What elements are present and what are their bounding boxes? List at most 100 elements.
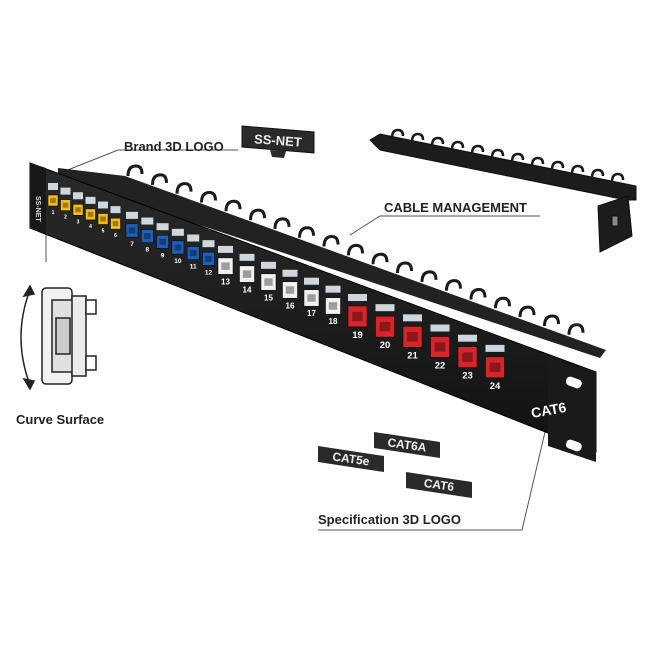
rj45-port — [485, 356, 505, 379]
port-label-strip — [202, 240, 215, 248]
cat6a-badge-text: CAT6A — [387, 435, 428, 454]
port-opening — [462, 352, 473, 362]
rj45-port — [97, 213, 109, 225]
curve-arrow — [20, 289, 31, 386]
bar-hook — [530, 156, 545, 167]
port-opening — [285, 286, 295, 294]
port-number: 14 — [243, 285, 252, 294]
port-number: 8 — [145, 247, 149, 254]
port-label-strip — [485, 344, 505, 352]
panel-spec-label: CAT6 — [530, 399, 568, 421]
cable-management-bar — [369, 128, 637, 253]
bar-hook — [610, 172, 625, 183]
spec-badge-cat5e: CAT5e — [318, 446, 384, 472]
port-number: 4 — [89, 224, 92, 230]
rj45-port — [239, 265, 255, 283]
rj45-port — [141, 229, 154, 243]
cable-hook — [543, 314, 560, 327]
curve-surface-profile — [20, 284, 97, 391]
port-label-strip — [348, 294, 367, 301]
cable-leader-line — [349, 215, 540, 236]
bar-hook — [490, 148, 505, 159]
spec-leader-line — [318, 431, 546, 531]
port-number: 1 — [52, 210, 55, 216]
port-opening — [328, 302, 338, 310]
cable-hook — [567, 323, 585, 335]
port-opening — [189, 250, 197, 257]
rj45-port — [47, 194, 59, 207]
panel-brand-mark: SS-NET — [34, 196, 41, 222]
cable-hook — [175, 182, 193, 194]
panel-right-ear — [548, 356, 596, 462]
rj45-port — [282, 281, 298, 299]
bar-hook — [410, 132, 425, 143]
port-number: 24 — [490, 381, 501, 392]
bar-hook — [430, 136, 445, 147]
port-label-strip — [98, 201, 108, 209]
port-label-strip — [403, 314, 422, 322]
rj45-port — [430, 336, 450, 358]
cable-hook — [224, 199, 242, 212]
cable-hook — [151, 173, 168, 185]
port-number: 17 — [307, 309, 316, 318]
port-label-strip — [261, 261, 276, 269]
port-label-strip — [430, 324, 450, 332]
port-number: 2 — [64, 215, 67, 221]
rj45-port — [110, 217, 121, 230]
port-opening — [50, 198, 56, 203]
rj45-port — [202, 251, 215, 266]
port-opening — [100, 216, 106, 222]
cable-hook — [200, 190, 217, 203]
rj45-port — [217, 257, 234, 275]
bar-hook — [550, 160, 565, 171]
rj45-port — [156, 234, 169, 249]
port-number: 16 — [286, 301, 295, 310]
bar-hook — [510, 152, 525, 163]
bar-hook — [570, 164, 585, 175]
port-label-strip — [126, 211, 138, 219]
port-number: 6 — [114, 233, 117, 239]
rj45-port — [375, 315, 395, 338]
port-label-strip — [239, 253, 255, 261]
brand-badge-text: SS-NET — [254, 131, 303, 149]
panel-top-rail — [58, 168, 606, 358]
port-number: 20 — [380, 340, 391, 351]
rj45-port — [171, 240, 185, 255]
port-number: 12 — [205, 269, 213, 276]
port-label-strip — [282, 269, 298, 277]
bar-hook — [470, 144, 485, 155]
spec-badge-cat6: CAT6 — [406, 472, 472, 498]
rj45-port — [347, 305, 368, 328]
panel-left-ear — [30, 163, 46, 234]
panel-rail-hooks — [126, 164, 585, 335]
port-label-strip — [156, 223, 169, 231]
rj45-port — [303, 289, 320, 307]
rj45-port — [125, 223, 139, 238]
port-opening — [128, 227, 136, 234]
cable-hook — [273, 217, 291, 229]
cat6-badge-text: CAT6 — [423, 476, 455, 494]
rj45-port — [260, 273, 277, 291]
cable-hook — [420, 270, 438, 282]
cable-hook — [494, 296, 511, 309]
cable-hook — [371, 252, 389, 265]
cable-hook — [518, 305, 536, 318]
port-label-strip — [325, 285, 341, 293]
port-number: 22 — [435, 360, 446, 371]
cat5e-badge-text: CAT5e — [332, 449, 371, 468]
curve-surface-callout: Curve Surface — [16, 412, 105, 427]
brand-3d-logo-badge: SS-NET — [241, 125, 315, 158]
port-number: 3 — [77, 219, 80, 225]
port-opening — [62, 202, 69, 208]
rj45-port — [85, 208, 96, 221]
rj45-port — [72, 204, 84, 216]
cable-hook — [445, 279, 462, 291]
port-opening — [407, 332, 418, 342]
port-label-strip — [375, 304, 395, 312]
port-opening — [87, 211, 94, 217]
port-opening — [379, 321, 391, 332]
port-label-strip — [458, 334, 477, 342]
port-label-strip — [171, 228, 184, 236]
